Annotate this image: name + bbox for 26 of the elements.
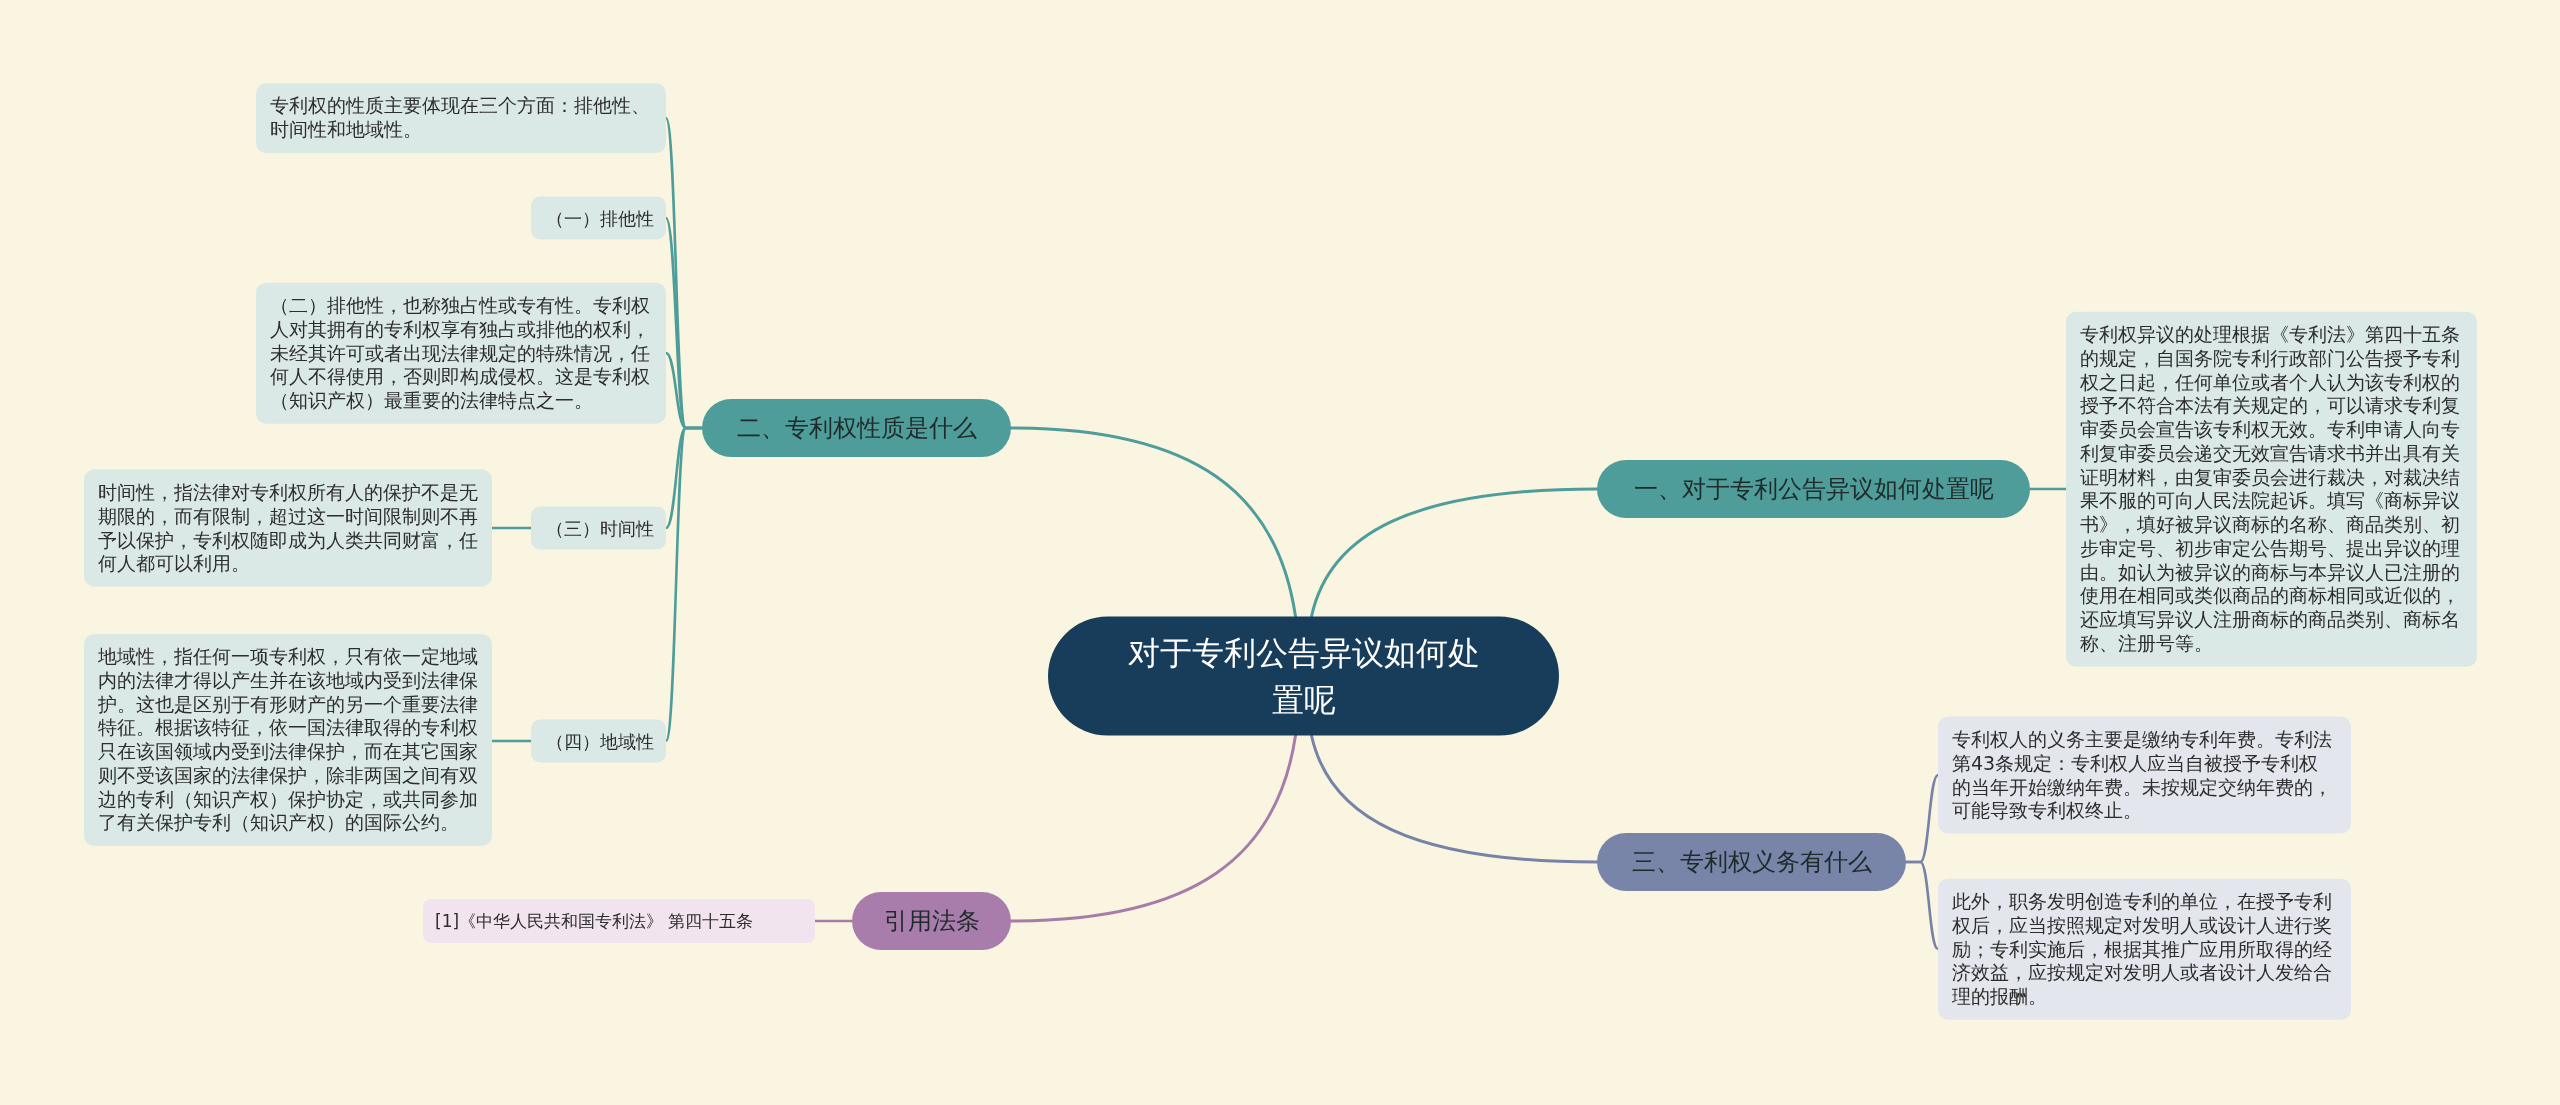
connector-line [1009,426,1297,618]
topic-pill: 三、专利权义务有什么 [1597,833,1906,891]
note-card: 专利权异议的处理根据《专利法》第四十五条的规定，自国务院专利行政部门公告授予专利权之日起，任何单位或者个人认为该专利权的授予不符合本法有关规定的，可以请求专利复审委员会宣告该专利权无效。专利申请人向专利复审委员会递交无效宣告请求书并出具有关证明材料，由复审委员会进行裁决，对裁决结果不服的可向人民法院起诉。填写《商标异议书》，填好被异议商标的名称、商品类别、初步审定号、初步审定公告期号、提出异议的理由。如认为被异议的商标与本异议人已注册的使用在相同或类似商品的商标相同或近似的，还应填写异议人注册商标的商品类别、商标名称、注册号等。 [2066,311,2477,667]
topic-pill: 一、对于专利公告异议如何处置呢 [1597,460,2030,518]
note-card: （二）排他性，也称独占性或专有性。专利权人对其拥有的专利权享有独占或排他的权利，未经其许可或者出现法律规定的特殊情况，任何人不得使用，否则即构成侵权。这是专利权（知识产权）最重要的法律特点之一。 [256,282,666,424]
connector-line [1310,487,1599,618]
connector-line [1904,860,1940,951]
note-card: 专利权的性质主要体现在三个方面：排他性、时间性和地域性。 [256,83,666,153]
subtopic-label: （四）地域性 [531,719,666,763]
note-card: 专利权人的义务主要是缴纳专利年费。专利法第43条规定：专利权人应当自被授予专利权的当年开始缴纳年费。未按规定交纳年费的，可能导致专利权终止。 [1938,716,2351,834]
note-card: 时间性，指法律对专利权所有人的保护不是无期限的，而有限制，超过这一时间限制则不再予以保护，专利权随即成为人类共同财富，任何人都可以利用。 [84,469,492,587]
connector-line [2028,487,2068,491]
connector-line [813,919,854,923]
connector-line [1310,734,1599,864]
connector-line [1009,734,1297,923]
topic-pill: 引用法条 [852,892,1011,950]
note-card: 地域性，指任何一项专利权，只有依一定地域内的法律才得以产生并在该地域内受到法律保护。这也是区别于有形财产的另一个重要法律特征。根据该特征，依一国法律取得的专利权只在该国领域内受到法律保护，而在其它国家则不受该国家的法律保护，除非两国之间有双边的专利（知识产权）保护协定，或共同参加了有关保护专利（知识产权）的国际公约。 [84,634,492,846]
note-card: 此外，职务发明创造专利的单位，在授予专利权后，应当按照规定对发明人或设计人进行奖励；专利实施后，根据其推广应用所取得的经济效益，应按规定对发明人或者设计人发给合理的报酬。 [1938,878,2351,1020]
subtopic-label: （三）时间性 [531,506,666,550]
topic-pill: 二、专利权性质是什么 [702,399,1011,457]
central-topic: 对于专利公告异议如何处置呢 [1048,616,1559,736]
connector-line [664,426,704,743]
connector-line [490,739,533,743]
connector-line [490,526,533,530]
subtopic-label: （一）排他性 [531,196,666,240]
reference-card: [1]《中华人民共和国专利法》 第四十五条 [423,899,815,943]
